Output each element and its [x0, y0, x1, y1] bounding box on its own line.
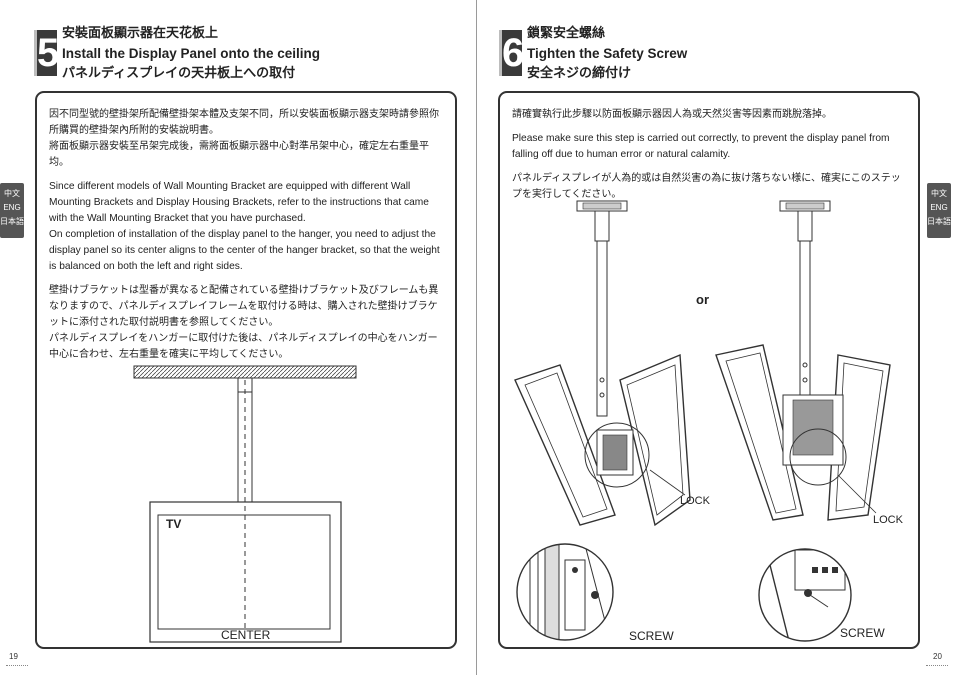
language-tabs-left: 中文 ENG 日本語: [0, 183, 24, 238]
left-title-block: 安裝面板顯示器在天花板上 Install the Display Panel o…: [62, 24, 320, 84]
right-title-ja: 安全ネジの締付け: [527, 66, 632, 81]
page-number-right: 20: [933, 652, 942, 661]
screw-label-1: SCREW: [629, 629, 674, 643]
language-tabs-right: 中文 ENG 日本語: [927, 183, 951, 238]
left-body-ja-1: 壁掛けブラケットは型番が異なると配備されている壁掛けブラケット及びフレームも異な…: [49, 285, 439, 328]
right-body-text: 請確實執行此步驟以防面板顯示器因人為或天然災害等因素而跳脫落掉。 Please …: [512, 107, 904, 211]
page-number-left: 19: [9, 652, 18, 661]
center-label: CENTER: [221, 628, 271, 642]
lang-tab-zh[interactable]: 中文: [4, 189, 20, 198]
left-body-zh-1: 因不同型號的壁掛架所配備壁掛架本體及支架不同，所以安裝面板顯示器支架時請參照你所…: [49, 109, 439, 136]
page-spine: [476, 0, 477, 675]
step-number-6: 6: [499, 30, 525, 76]
left-body-ja-2: パネルディスプレイをハンガーに取付けた後は、パネルディスプレイの中心をハンガー中…: [49, 333, 438, 360]
or-label: or: [696, 292, 709, 307]
left-body-en-1: Since different models of Wall Mounting …: [49, 181, 429, 224]
screw-detail-1: [516, 543, 614, 641]
right-title-zh: 鎖緊安全螺絲: [527, 26, 606, 41]
left-title-zh: 安裝面板顯示器在天花板上: [62, 26, 219, 41]
ceiling-plate: [133, 365, 357, 379]
tilted-panel-diagram-1: [514, 200, 691, 527]
tv-center-diagram: [133, 365, 357, 643]
page-number-rule-right: [926, 665, 948, 667]
right-title-block: 鎖緊安全螺絲 Tighten the Safety Screw 安全ネジの締付け: [527, 24, 687, 84]
page-number-rule-left: [6, 665, 28, 667]
tv-label: TV: [166, 517, 182, 531]
left-title-en: Install the Display Panel onto the ceili…: [62, 46, 321, 61]
left-title-ja: パネルディスプレイの天井板上への取付: [62, 66, 296, 81]
lock-label-1: LOCK: [680, 495, 710, 507]
tv-screen: [157, 514, 331, 630]
step-number-5: 5: [34, 30, 60, 76]
left-body-text: 因不同型號的壁掛架所配備壁掛架本體及支架不同，所以安裝面板顯示器支架時請參照你所…: [49, 107, 441, 371]
lang-tab-ja[interactable]: 日本語: [0, 217, 24, 226]
left-body-zh-2: 將面板顯示器安裝至吊架完成後，需將面板顯示器中心對準吊架中心，確定左右重量平均。: [49, 141, 429, 168]
right-body-en: Please make sure this step is carried ou…: [512, 133, 890, 160]
lang-tab-eng[interactable]: ENG: [3, 203, 21, 212]
lang-tab-eng-right[interactable]: ENG: [930, 203, 948, 212]
right-title-en: Tighten the Safety Screw: [527, 46, 688, 61]
lock-label-2: LOCK: [873, 514, 903, 526]
left-body-en-2: On completion of installation of the dis…: [49, 229, 440, 272]
right-body-zh: 請確實執行此步驟以防面板顯示器因人為或天然災害等因素而跳脫落掉。: [512, 109, 832, 120]
screw-detail-2: [758, 548, 852, 642]
right-body-ja: パネルディスプレイが人為的或は自然災害の為に抜け落ちない様に、確実にこのステップ…: [512, 173, 901, 200]
screw-label-2: SCREW: [840, 626, 885, 640]
lang-tab-zh-right[interactable]: 中文: [931, 189, 947, 198]
lang-tab-ja-right[interactable]: 日本語: [927, 217, 951, 226]
tilted-panel-diagram-2: [715, 200, 891, 521]
